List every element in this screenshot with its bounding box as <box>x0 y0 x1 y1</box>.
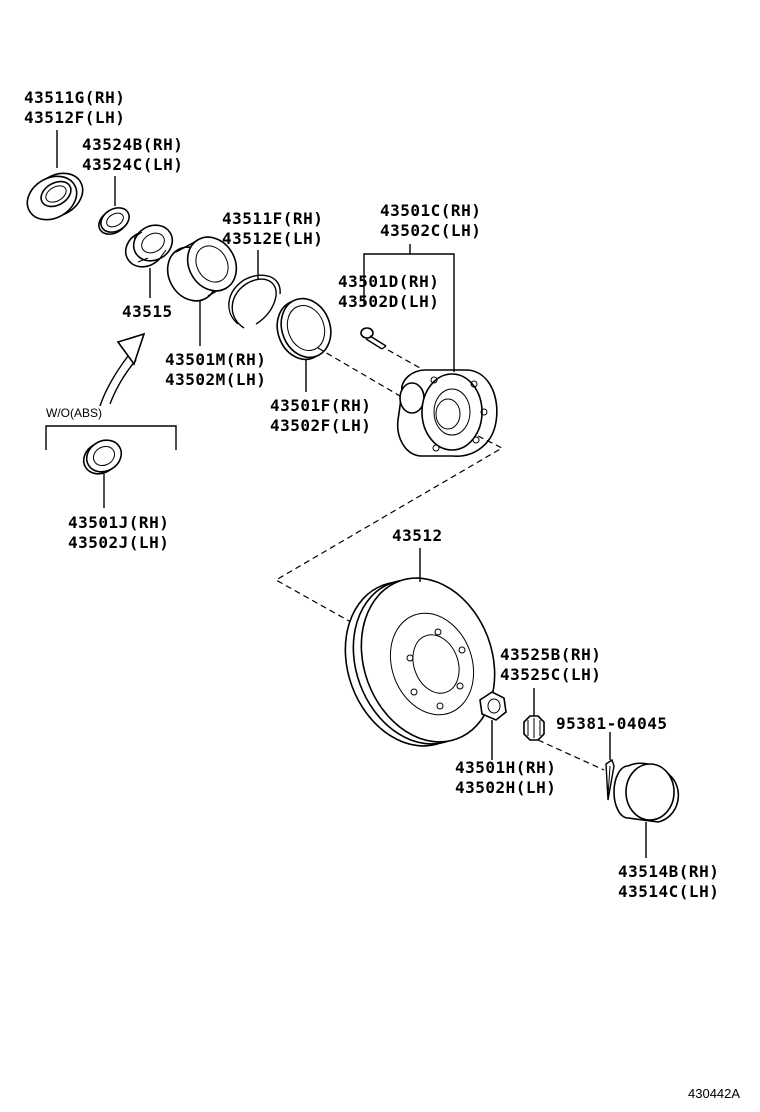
label-grease-cap-rh: 43514B(RH) <box>618 862 720 881</box>
inner-oil-seal-drawing <box>276 297 332 361</box>
label-snap-ring-rh: 43511F(RH) <box>222 209 324 228</box>
hub-nut-drawing <box>479 691 507 721</box>
diagram-reference-number: 430442A <box>688 1086 741 1101</box>
axle-hub-drawing <box>396 369 498 457</box>
label-variant-wo-abs: W/O(ABS) <box>46 406 102 420</box>
lock-nut-cap-drawing <box>523 715 545 741</box>
cotter-pin-drawing <box>605 758 615 801</box>
label-seal-wo-abs-rh: 43501J(RH) <box>68 513 170 532</box>
bearing-cup-drawing <box>98 207 130 235</box>
label-hub-bolt-rh: 43501D(RH) <box>338 272 440 291</box>
label-cotter-pin: 95381-04045 <box>556 714 668 733</box>
disc-rotor-drawing <box>344 577 496 747</box>
hub-bolt-drawing <box>360 327 387 350</box>
label-inner-seal-lh: 43502F(LH) <box>270 416 372 435</box>
label-inner-bearing-rh: 43501M(RH) <box>165 350 267 369</box>
outer-oil-seal-drawing <box>26 172 84 221</box>
label-oil-seal-outer-lh: 43512F(LH) <box>24 108 126 127</box>
label-hub-nut-rh: 43501H(RH) <box>455 758 557 777</box>
label-hub-nut-lh: 43502H(LH) <box>455 778 557 797</box>
label-lock-nut-cap-lh: 43525C(LH) <box>500 665 602 684</box>
label-bearing-cup-rh: 43524B(RH) <box>82 135 184 154</box>
label-hub-bolt-lh: 43502D(LH) <box>338 292 440 311</box>
label-grease-cap-lh: 43514C(LH) <box>618 882 720 901</box>
grease-cap-drawing <box>613 762 680 823</box>
label-lock-nut-cap-rh: 43525B(RH) <box>500 645 602 664</box>
label-disc-rotor: 43512 <box>392 526 443 545</box>
label-inner-seal-rh: 43501F(RH) <box>270 396 372 415</box>
seal-wo-abs-drawing <box>82 439 123 475</box>
inner-bearing-drawing <box>166 236 238 302</box>
label-oil-seal-outer-rh: 43511G(RH) <box>24 88 126 107</box>
label-hub-axle-lh: 43502C(LH) <box>380 221 482 240</box>
label-bearing-kit: 43515 <box>122 302 173 321</box>
label-snap-ring-lh: 43512E(LH) <box>222 229 324 248</box>
label-inner-bearing-lh: 43502M(LH) <box>165 370 267 389</box>
roller-bearing-drawing <box>124 224 174 268</box>
label-bearing-cup-lh: 43524C(LH) <box>82 155 184 174</box>
label-seal-wo-abs-lh: 43502J(LH) <box>68 533 170 552</box>
snap-ring-drawing <box>228 274 281 329</box>
label-hub-axle-rh: 43501C(RH) <box>380 201 482 220</box>
